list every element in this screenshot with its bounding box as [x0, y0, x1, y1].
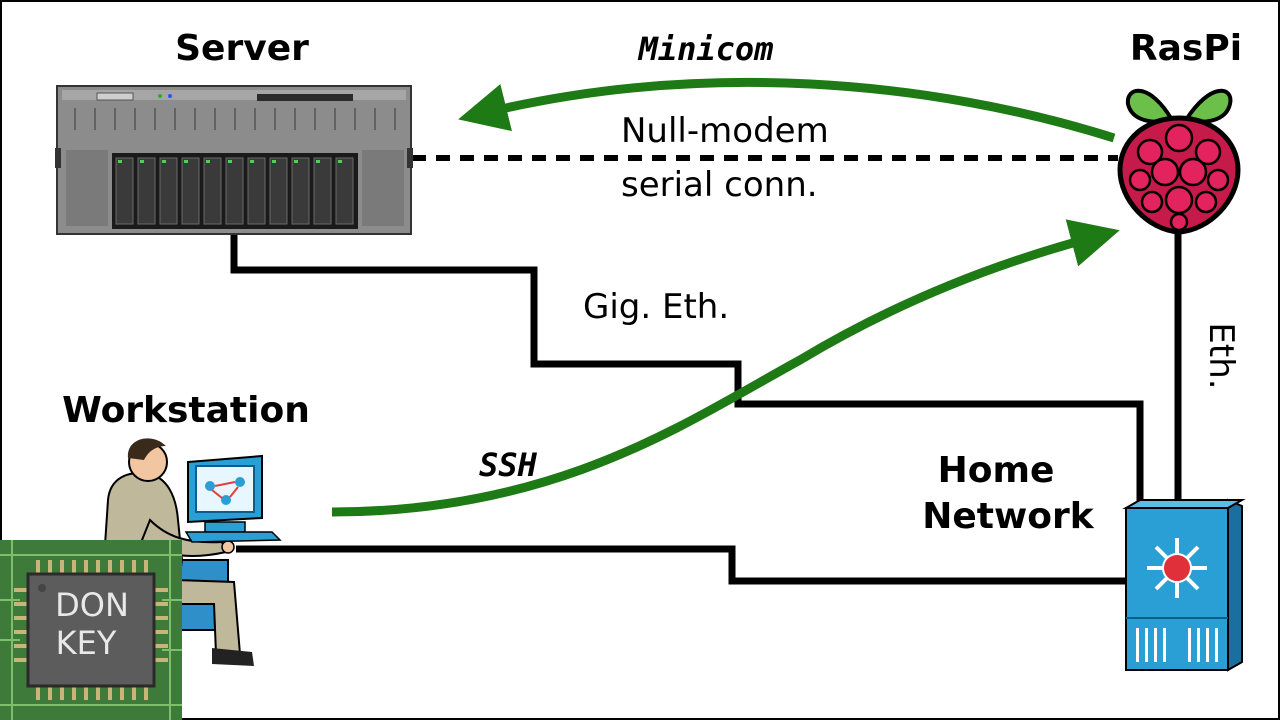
- ssh-label: SSH: [479, 446, 538, 484]
- minicom-label: Minicom: [638, 30, 774, 68]
- server-icon: [55, 85, 413, 235]
- minicom-arrow: [458, 77, 1116, 143]
- ssh-arrow: [331, 219, 1120, 517]
- donkey-chip-logo: DON KEY: [0, 540, 182, 720]
- logo-line2: KEY: [56, 624, 117, 662]
- network-switch-icon: [1122, 498, 1246, 672]
- logo-line1: DON: [55, 586, 129, 624]
- home-network-title-line1: Home: [938, 450, 1055, 491]
- workstation-wire: [236, 545, 1128, 585]
- gig-eth-wire: [230, 234, 1144, 505]
- eth-label: Eth.: [1201, 322, 1241, 389]
- server-title: Server: [175, 28, 309, 69]
- raspi-title: RasPi: [1130, 28, 1242, 69]
- home-network-title-line2: Network: [922, 496, 1094, 537]
- raspberry-pi-logo-icon: [1117, 88, 1241, 235]
- gig-eth-label: Gig. Eth.: [583, 287, 729, 327]
- workstation-title: Workstation: [62, 390, 310, 431]
- serial-label-line2: serial conn.: [621, 165, 818, 205]
- serial-label-line1: Null-modem: [621, 111, 829, 151]
